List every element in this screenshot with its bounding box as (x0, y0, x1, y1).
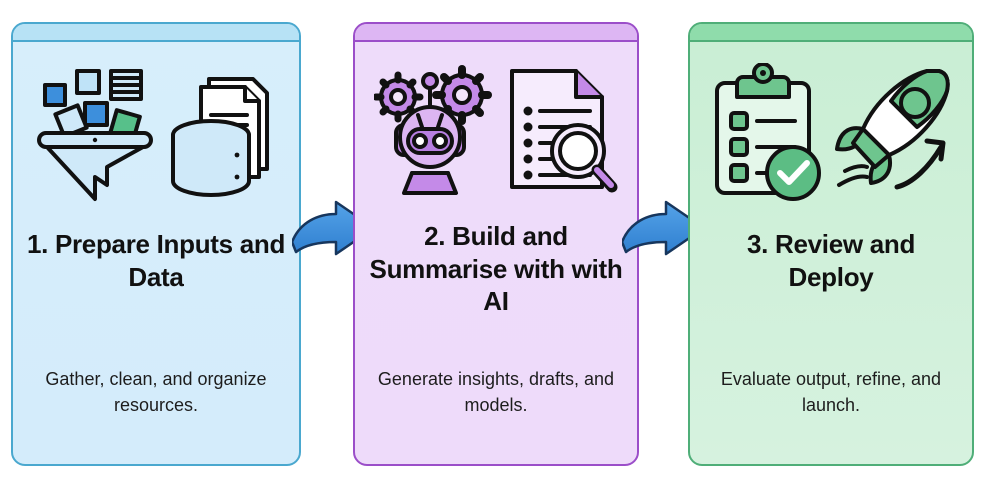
magnifier-icon (550, 123, 618, 193)
step-2-icon-group (374, 58, 618, 208)
step-1-title: 1. Prepare Inputs and Data (26, 229, 286, 292)
step-3-title: 3. Review and Deploy (746, 229, 916, 292)
funnel-icon (37, 69, 153, 201)
step-2-title: 2. Build and Summarise with with AI (369, 221, 623, 316)
card-body-1: 1. Prepare Inputs and Data Gather, clean… (13, 42, 299, 464)
card-header-bar-1 (13, 24, 299, 42)
card-body-3: 3. Review and Deploy Evaluate output, re… (690, 42, 972, 464)
step-1-description: Gather, clean, and organize resources. (45, 368, 267, 415)
card-header-bar-3 (690, 24, 972, 42)
step-1-icon-group (33, 58, 279, 208)
document-search-icon (510, 69, 618, 193)
flow-arrow-2 (622, 200, 706, 256)
database-documents-icon (171, 77, 269, 197)
check-badge-icon (764, 145, 821, 201)
database-icon (171, 119, 251, 197)
step-2-description: Generate insights, drafts, and models. (377, 368, 615, 415)
growth-arrow-icon (894, 138, 945, 190)
card-header-bar-2 (355, 24, 637, 42)
step-3-description: Evaluate output, refine, and launch. (720, 368, 942, 415)
clipboard-checklist-icon (714, 63, 821, 201)
step-card-2[interactable]: 2. Build and Summarise with with AI Gene… (353, 22, 639, 466)
card-body-2: 2. Build and Summarise with with AI Gene… (355, 42, 637, 464)
gear-icon (374, 71, 424, 123)
step-card-3[interactable]: 3. Review and Deploy Evaluate output, re… (688, 22, 974, 466)
step-card-1[interactable]: 1. Prepare Inputs and Data Gather, clean… (11, 22, 301, 466)
robot-icon (374, 65, 492, 195)
step-3-icon-group (707, 58, 956, 208)
rocket-icon (834, 69, 950, 190)
